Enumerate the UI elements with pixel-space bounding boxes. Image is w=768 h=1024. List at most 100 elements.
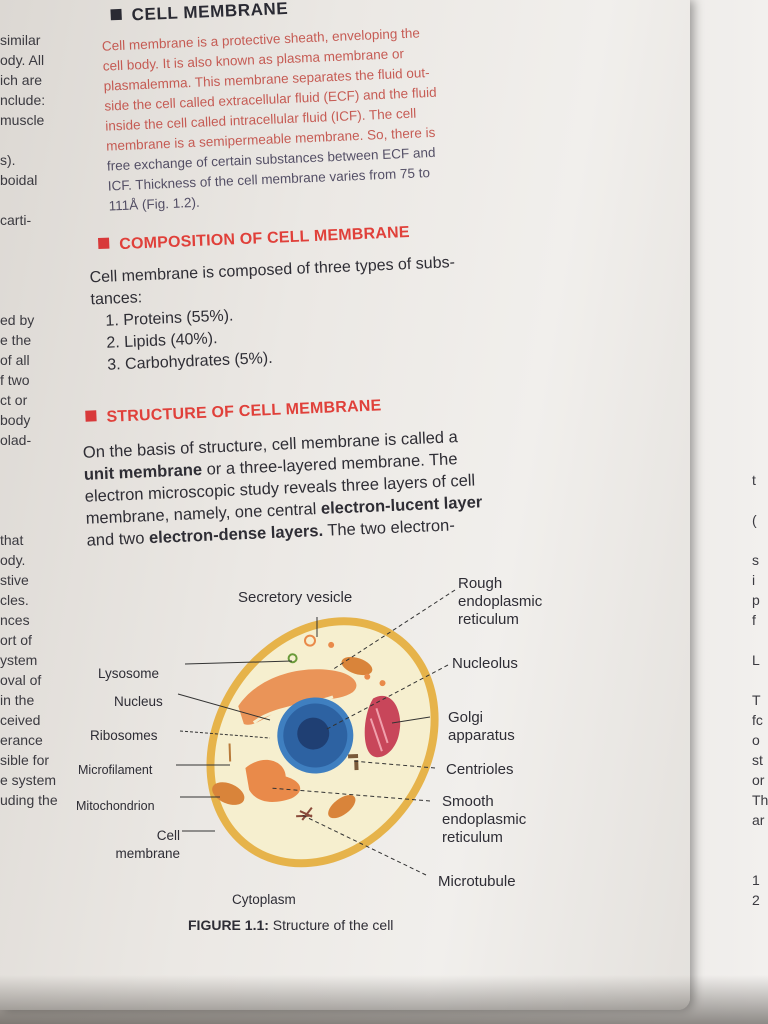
facing-text-line bbox=[752, 670, 768, 690]
margin-text-line: nces bbox=[0, 612, 30, 628]
facing-text-line bbox=[752, 490, 768, 510]
label-secretory-vesicle: Secretory vesicle bbox=[238, 589, 353, 606]
facing-text-line bbox=[752, 630, 768, 650]
margin-text-line bbox=[0, 290, 72, 310]
facing-text-line: s bbox=[752, 552, 759, 568]
lysosome-shape bbox=[287, 653, 298, 664]
label-nucleus: Nucleus bbox=[114, 694, 163, 709]
facing-text-line: ar bbox=[752, 812, 765, 828]
margin-text-line: olad- bbox=[0, 432, 32, 448]
margin-text-line bbox=[0, 510, 72, 530]
nucleolus-shape bbox=[297, 717, 330, 750]
label-cytoplasm: Cytoplasm bbox=[232, 892, 296, 907]
label-golgi-apparatus: Golgi apparatus bbox=[448, 709, 515, 744]
facing-text-line: T bbox=[752, 692, 761, 708]
label-ribosomes: Ribosomes bbox=[90, 728, 158, 743]
margin-text-line: ody. bbox=[0, 552, 26, 568]
cell-structure-figure: Secretory vesicle Rough endoplasmic reti… bbox=[70, 575, 590, 945]
margin-text-line: ort of bbox=[0, 632, 32, 648]
previous-column-fragment: similar ody. All ich are nclude: muscle s). b… bbox=[0, 30, 72, 910]
margin-text-line: e system bbox=[0, 772, 57, 788]
centriole-shape bbox=[347, 754, 359, 759]
book-page: similar ody. All ich are nclude: muscle s). b… bbox=[0, 0, 690, 1010]
margin-text-line: s). bbox=[0, 152, 16, 168]
margin-text-line: ed by bbox=[0, 312, 35, 328]
microfilament-shape bbox=[228, 743, 232, 762]
label-cell-membrane: Cell membrane bbox=[115, 828, 180, 861]
label-lysosome: Lysosome bbox=[98, 666, 160, 681]
margin-text-line: stive bbox=[0, 572, 29, 588]
margin-text-line: oval of bbox=[0, 672, 42, 688]
facing-text-line: 1 bbox=[752, 872, 760, 888]
margin-text-line: f two bbox=[0, 372, 30, 388]
facing-text-line: p bbox=[752, 592, 760, 608]
margin-text-line: that bbox=[0, 532, 24, 548]
margin-text-line: carti- bbox=[0, 212, 32, 228]
facing-text-line: i bbox=[752, 572, 756, 588]
margin-text-line bbox=[0, 130, 72, 150]
margin-text-line: similar bbox=[0, 32, 41, 48]
label-nucleolus: Nucleolus bbox=[452, 655, 518, 672]
margin-text-line: body bbox=[0, 412, 31, 428]
composition-list: 1. Proteins (55%). 2. Lipids (40%). 3. C… bbox=[105, 304, 273, 377]
heading-square-icon bbox=[97, 237, 110, 250]
facing-text-line: 2 bbox=[752, 892, 760, 908]
margin-text-line: ct or bbox=[0, 392, 28, 408]
cell-diagram bbox=[176, 589, 456, 876]
rough-er-shape bbox=[238, 669, 357, 725]
margin-text-line bbox=[0, 490, 72, 510]
margin-text-line: ceived bbox=[0, 712, 41, 728]
label-microtubule: Microtubule bbox=[438, 873, 516, 890]
margin-text-line: uding the bbox=[0, 792, 58, 808]
margin-text-line: ystem bbox=[0, 652, 38, 668]
facing-text-line: fc bbox=[752, 712, 763, 728]
facing-text-line: f bbox=[752, 612, 756, 628]
facing-text-line bbox=[752, 530, 768, 550]
section-heading-cell-membrane: CELL MEMBRANE bbox=[110, 0, 289, 26]
margin-text-line: ody. All bbox=[0, 52, 45, 68]
facing-text-line: ( bbox=[752, 512, 757, 528]
margin-text-line: e the bbox=[0, 332, 32, 348]
composition-intro: Cell membrane is composed of three types… bbox=[89, 254, 456, 309]
mitochondrion-shape bbox=[212, 782, 245, 805]
cell-membrane-paragraph: Cell membrane is a protective sheath, en… bbox=[101, 25, 437, 214]
label-centrioles: Centrioles bbox=[446, 761, 514, 778]
structure-paragraph: On the basis of structure, cell membrane… bbox=[82, 428, 483, 550]
margin-text-line: in the bbox=[0, 692, 35, 708]
smooth-er-shape bbox=[245, 759, 301, 802]
label-smooth-er: Smooth endoplasmic reticulum bbox=[442, 793, 527, 846]
label-rough-er: Rough endoplasmic reticulum bbox=[458, 575, 543, 628]
facing-text-line: t bbox=[752, 472, 756, 488]
facing-text-line: or bbox=[752, 772, 765, 788]
margin-text-line bbox=[0, 450, 72, 470]
margin-text-line: sible for bbox=[0, 752, 50, 768]
facing-text-line: o bbox=[752, 732, 760, 748]
margin-text-line: of all bbox=[0, 352, 30, 368]
margin-text-line: boidal bbox=[0, 172, 38, 188]
section-heading-structure: STRUCTURE OF CELL MEMBRANE bbox=[85, 397, 382, 427]
margin-text-line bbox=[0, 230, 72, 250]
bottom-shadow bbox=[0, 975, 768, 1024]
margin-text-line: ich are bbox=[0, 72, 43, 88]
margin-text-line: nclude: bbox=[0, 92, 46, 108]
figure-caption: FIGURE 1.1: Structure of the cell bbox=[188, 917, 394, 933]
label-mitochondrion: Mitochondrion bbox=[76, 799, 155, 813]
heading-square-icon bbox=[110, 8, 122, 21]
margin-text-line: erance bbox=[0, 732, 43, 748]
margin-text-line bbox=[0, 250, 72, 270]
margin-text-line bbox=[0, 470, 72, 490]
facing-text-line: Th bbox=[752, 792, 768, 808]
section-heading-composition: COMPOSITION OF CELL MEMBRANE bbox=[97, 224, 410, 255]
margin-text-line: cles. bbox=[0, 592, 29, 608]
margin-text-line: muscle bbox=[0, 112, 45, 128]
facing-text-line bbox=[752, 830, 768, 850]
margin-text-line bbox=[0, 270, 72, 290]
margin-text-line bbox=[0, 190, 72, 210]
facing-text-line: L bbox=[752, 652, 760, 668]
label-microfilament: Microfilament bbox=[78, 763, 153, 777]
facing-text-line: st bbox=[752, 752, 763, 768]
secretory-vesicle-shape bbox=[303, 634, 316, 647]
facing-text-line bbox=[752, 850, 768, 870]
heading-square-icon bbox=[85, 410, 97, 422]
